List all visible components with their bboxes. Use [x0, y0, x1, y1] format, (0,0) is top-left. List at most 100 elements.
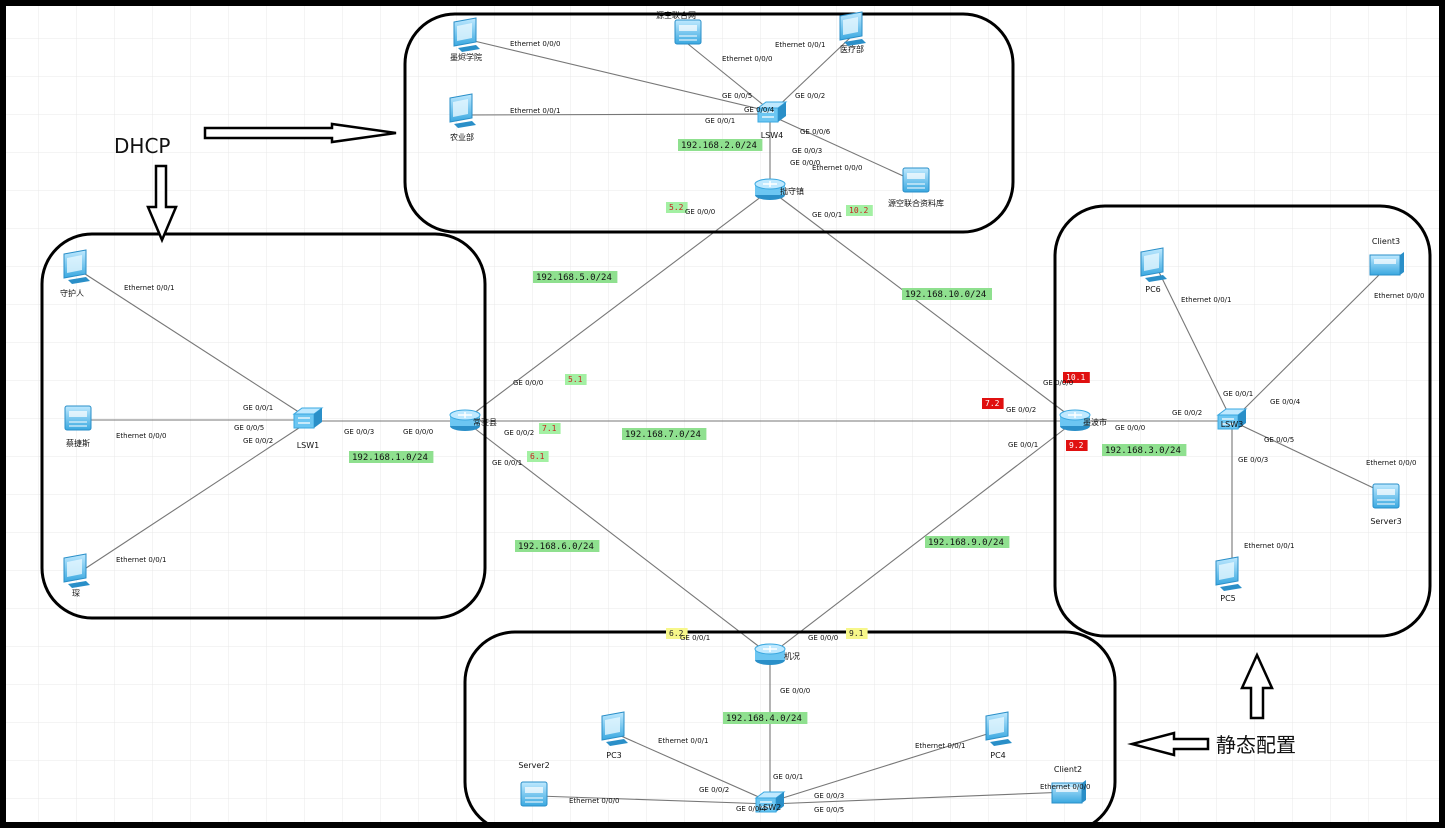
server-icon — [520, 781, 548, 807]
device-r_bottom[interactable]: 机况 — [754, 643, 800, 665]
device-server2[interactable]: Server2 — [518, 761, 550, 807]
link[interactable] — [469, 39, 773, 113]
dhcp-annotation: DHCP — [114, 134, 170, 158]
port-label: Ethernet 0/0/0 — [1366, 459, 1416, 467]
device-pc_xuexiao[interactable]: 墨烬学院 — [450, 17, 482, 62]
device-pc3[interactable]: PC3 — [601, 711, 628, 760]
svg-text:192.168.6.0/24: 192.168.6.0/24 — [518, 542, 594, 552]
device-srv_ziliao[interactable]: 源空联合资料库 — [888, 167, 944, 208]
port-label: Ethernet 0/0/1 — [1244, 542, 1294, 550]
link[interactable] — [687, 43, 773, 113]
subnet-labels: 192.168.2.0/24192.168.5.0/24192.168.10.0… — [349, 139, 1187, 724]
device-srv_left[interactable]: 蔡捷斯 — [64, 405, 92, 448]
device-lsw1[interactable]: LSW1 — [292, 407, 324, 450]
device-r_left[interactable]: 常驻县 — [449, 409, 497, 431]
ip-tag: 9.1 — [846, 628, 868, 639]
device-client3[interactable]: Client3 — [1369, 237, 1404, 276]
port-label: GE 0/0/2 — [504, 429, 534, 437]
link[interactable] — [469, 113, 773, 116]
subnet-label: 192.168.2.0/24 — [678, 139, 763, 151]
device-label: PC4 — [990, 751, 1006, 760]
port-label: GE 0/0/3 — [814, 792, 844, 800]
device-label: 源空联合网 — [656, 10, 696, 20]
switch-icon — [1216, 408, 1248, 430]
port-label: GE 0/0/4 — [1270, 398, 1301, 406]
ip-tag: 7.1 — [539, 423, 561, 434]
pc-icon — [63, 249, 90, 284]
svg-text:10.1: 10.1 — [1066, 373, 1085, 382]
arrow-down-icon — [146, 164, 178, 244]
svg-text:192.168.10.0/24: 192.168.10.0/24 — [905, 290, 986, 300]
link[interactable] — [769, 791, 1069, 805]
port-label: GE 0/0/6 — [800, 128, 831, 136]
port-label: GE 0/0/0 — [513, 379, 543, 387]
device-label: 琛 — [72, 589, 80, 598]
device-label: 常驻县 — [473, 417, 497, 427]
device-label: 源空联合资料库 — [888, 198, 944, 208]
port-label: GE 0/0/4 — [744, 106, 775, 114]
svg-text:9.2: 9.2 — [1069, 441, 1084, 450]
link[interactable] — [769, 420, 1076, 656]
port-label: Ethernet 0/0/0 — [1040, 783, 1090, 791]
link[interactable] — [769, 729, 1001, 803]
pc-icon — [985, 711, 1012, 746]
link[interactable] — [1231, 267, 1387, 422]
links — [79, 35, 1387, 805]
device-r_right[interactable]: 墨波市 — [1059, 409, 1107, 431]
port-label: Ethernet 0/0/0 — [116, 432, 166, 440]
arrow-right-icon — [203, 122, 397, 144]
port-label: GE 0/0/5 — [1264, 436, 1294, 444]
arrow-left-icon — [1127, 731, 1210, 757]
subnet-label: 192.168.7.0/24 — [622, 428, 707, 440]
ip-tag: 10.1 — [1063, 372, 1090, 383]
pc-icon — [601, 711, 628, 746]
ip-tag: 6.2 — [666, 628, 688, 639]
device-pc4[interactable]: PC4 — [985, 711, 1012, 760]
device-label: PC6 — [1145, 285, 1161, 294]
device-label: LSW4 — [761, 131, 784, 140]
link[interactable] — [537, 795, 771, 805]
svg-text:192.168.3.0/24: 192.168.3.0/24 — [1105, 446, 1181, 456]
switch-icon — [754, 791, 786, 813]
device-label: Client3 — [1372, 237, 1400, 246]
arrows — [146, 122, 1274, 757]
device-pc6[interactable]: PC6 — [1140, 247, 1167, 294]
switch-icon — [292, 407, 324, 429]
link[interactable] — [771, 115, 913, 181]
device-srv_lianhe[interactable]: 源空联合网 — [656, 10, 702, 45]
svg-text:5.2: 5.2 — [669, 203, 684, 212]
port-label: Ethernet 0/0/1 — [775, 41, 825, 49]
client-icon — [1369, 252, 1404, 276]
device-lsw4[interactable]: LSW4 — [756, 101, 788, 140]
port-label: GE 0/0/0 — [1043, 379, 1073, 387]
device-label: Server3 — [1370, 517, 1401, 526]
link[interactable] — [79, 421, 309, 573]
link[interactable] — [771, 35, 853, 113]
link[interactable] — [1156, 267, 1233, 422]
router-icon — [754, 178, 786, 200]
port-label: GE 0/0/0 — [403, 428, 433, 436]
device-pc_shouhu[interactable]: 守护人 — [60, 249, 90, 298]
link[interactable] — [1231, 420, 1383, 493]
device-server3[interactable]: Server3 — [1370, 483, 1402, 526]
port-label: Ethernet 0/0/1 — [124, 284, 174, 292]
link[interactable] — [464, 189, 771, 421]
device-pc_nongye[interactable]: 农业部 — [449, 93, 476, 142]
device-lsw3[interactable]: LSW3 — [1216, 408, 1248, 430]
device-pc_left_bottom[interactable]: 琛 — [63, 553, 90, 598]
link[interactable] — [464, 420, 771, 656]
device-pc_yiliao[interactable]: 医疗部 — [839, 11, 866, 54]
device-label: Client2 — [1054, 765, 1082, 774]
port-label: GE 0/0/0 — [808, 634, 838, 642]
link[interactable] — [769, 189, 1076, 421]
device-lsw2[interactable]: LSW2 — [754, 791, 786, 813]
port-label: GE 0/0/5 — [814, 806, 844, 814]
link[interactable] — [81, 271, 309, 419]
svg-text:9.1: 9.1 — [849, 629, 864, 638]
device-r_top[interactable]: 拙守镇 — [754, 178, 804, 200]
device-client2[interactable]: Client2 — [1051, 765, 1086, 804]
static-config-annotation: 静态配置 — [1216, 733, 1296, 757]
device-pc5[interactable]: PC5 — [1215, 556, 1242, 603]
link[interactable] — [611, 731, 771, 803]
port-label: Ethernet 0/0/1 — [658, 737, 708, 745]
